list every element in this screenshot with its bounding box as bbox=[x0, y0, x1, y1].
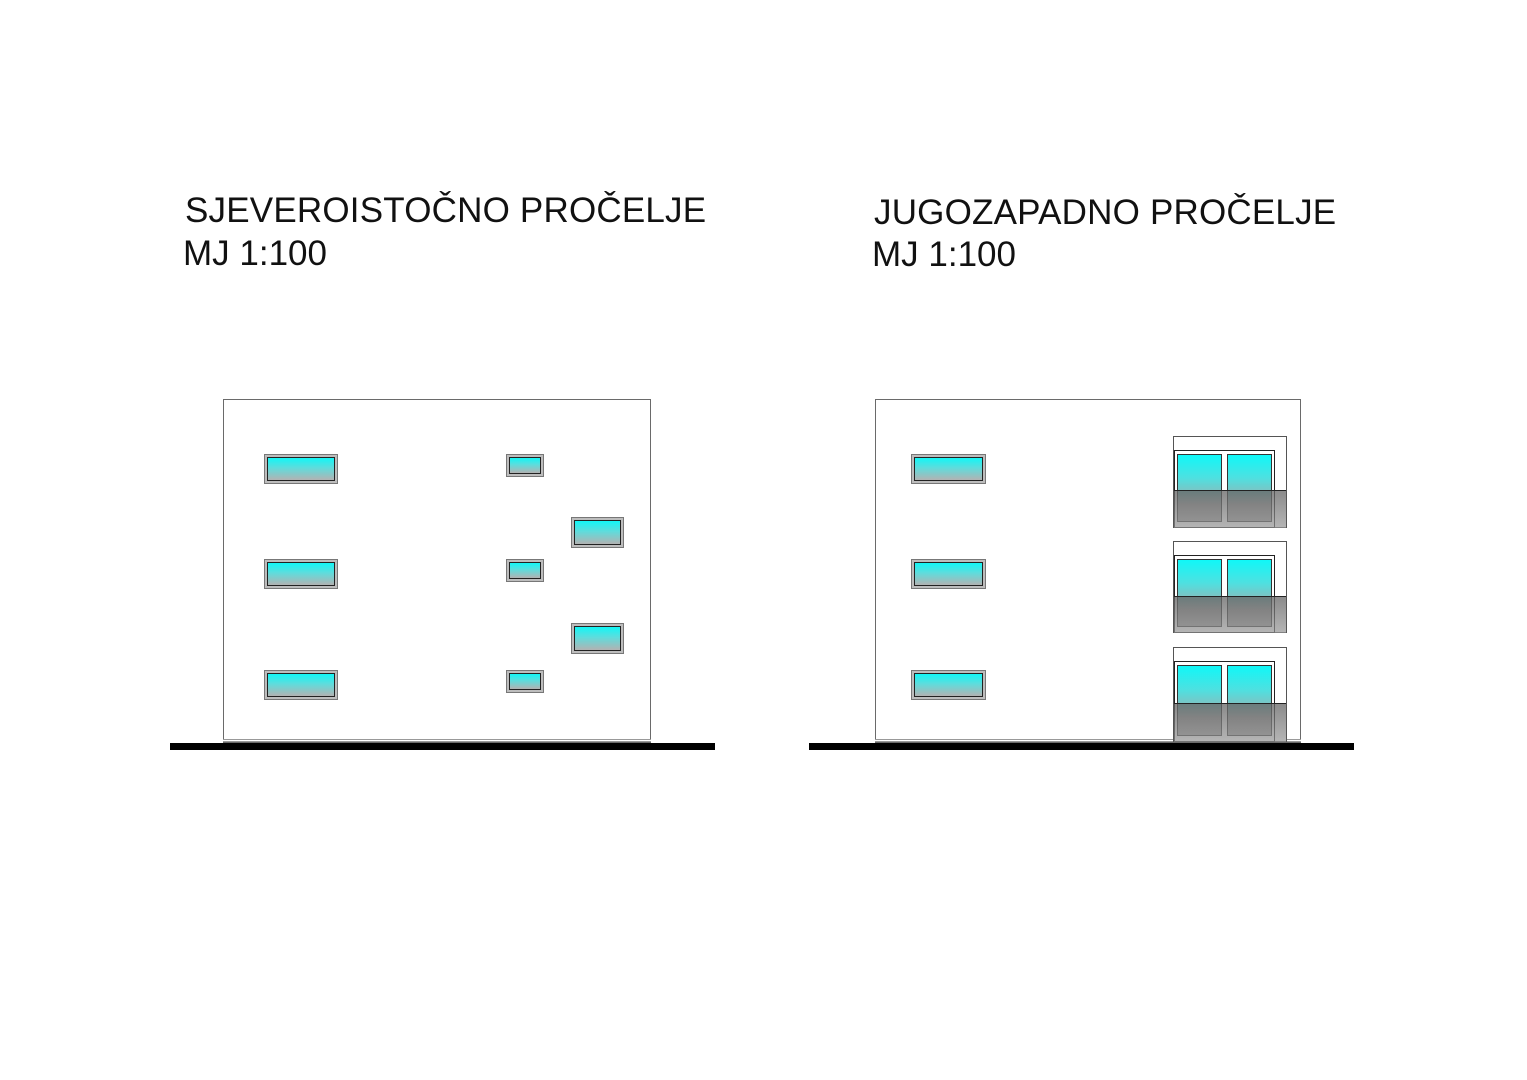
window bbox=[571, 517, 624, 548]
window-glass bbox=[574, 520, 621, 545]
window-glass bbox=[509, 457, 541, 474]
window bbox=[264, 559, 338, 589]
window-glass bbox=[267, 562, 335, 586]
elevation-title: SJEVEROISTOČNO PROČELJE bbox=[185, 191, 707, 230]
plinth-line bbox=[875, 739, 1301, 742]
balcony-railing bbox=[1174, 703, 1286, 742]
window bbox=[911, 670, 986, 700]
balcony-railing bbox=[1174, 490, 1286, 528]
window-glass bbox=[509, 562, 541, 579]
plinth-line bbox=[223, 739, 651, 742]
window bbox=[506, 454, 544, 477]
window bbox=[571, 623, 624, 654]
ground-line bbox=[809, 743, 1354, 750]
window-glass bbox=[914, 673, 983, 697]
balcony-door bbox=[1173, 647, 1287, 742]
elevation-scale: MJ 1:100 bbox=[183, 234, 327, 273]
window bbox=[264, 670, 338, 700]
window bbox=[911, 559, 986, 589]
balcony-door bbox=[1173, 436, 1287, 528]
window bbox=[506, 670, 544, 693]
window-glass bbox=[914, 562, 983, 586]
window bbox=[264, 454, 338, 484]
window-glass bbox=[574, 626, 621, 651]
balcony-door bbox=[1173, 541, 1287, 633]
window bbox=[911, 454, 986, 484]
ground-line bbox=[170, 743, 715, 750]
window-glass bbox=[509, 673, 541, 690]
window-glass bbox=[914, 457, 983, 481]
window-glass bbox=[267, 457, 335, 481]
elevation-scale: MJ 1:100 bbox=[872, 235, 1016, 274]
window-glass bbox=[267, 673, 335, 697]
window bbox=[506, 559, 544, 582]
balcony-railing bbox=[1174, 596, 1286, 633]
elevation-title: JUGOZAPADNO PROČELJE bbox=[874, 193, 1337, 232]
